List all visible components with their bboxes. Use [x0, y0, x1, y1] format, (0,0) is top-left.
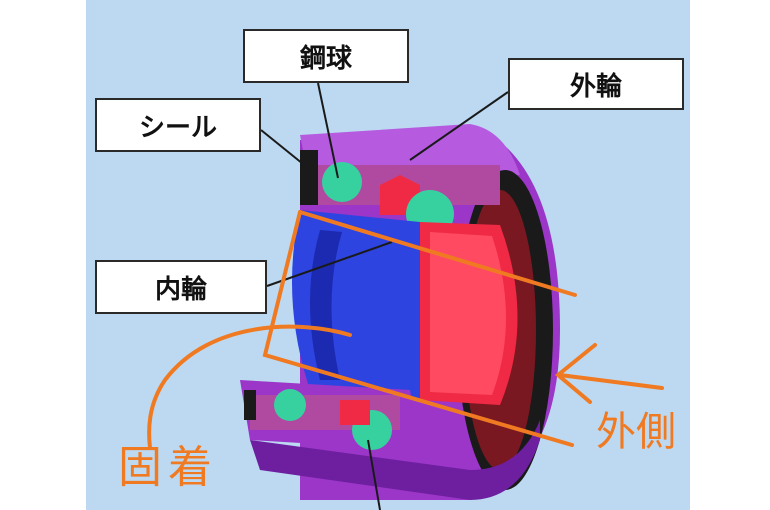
annotation-top-line [298, 210, 577, 297]
annotation-bracket [262, 210, 574, 447]
annotation-arrow-shaft [558, 373, 664, 390]
steel-ball-top-left [322, 162, 362, 202]
top-race [300, 150, 500, 238]
steel-ball-label: 鋼球 [243, 29, 409, 83]
inner-ring-label: 内輪 [95, 260, 267, 314]
outer-ring-label: 外輪 [508, 58, 684, 110]
annotation-curve [147, 324, 352, 450]
bottom-seal [244, 390, 256, 420]
leader-outer-ring [409, 91, 509, 161]
orange-annotations [147, 210, 664, 450]
seal-label: シール [95, 98, 261, 152]
bottom-race [240, 380, 540, 500]
leader-lines [260, 82, 509, 510]
leader-bottom [367, 439, 381, 510]
annotation-arrow-head [554, 343, 597, 404]
handwritten-fixed: 固着 [118, 442, 218, 493]
handwritten-outside: 外側 [596, 409, 676, 455]
leader-inner-ring [266, 241, 393, 287]
top-seal [300, 150, 318, 205]
leader-steel-ball [317, 82, 339, 179]
steel-ball-bottom-left [274, 389, 306, 421]
inner-ring [292, 210, 518, 405]
leader-seal [260, 129, 309, 169]
